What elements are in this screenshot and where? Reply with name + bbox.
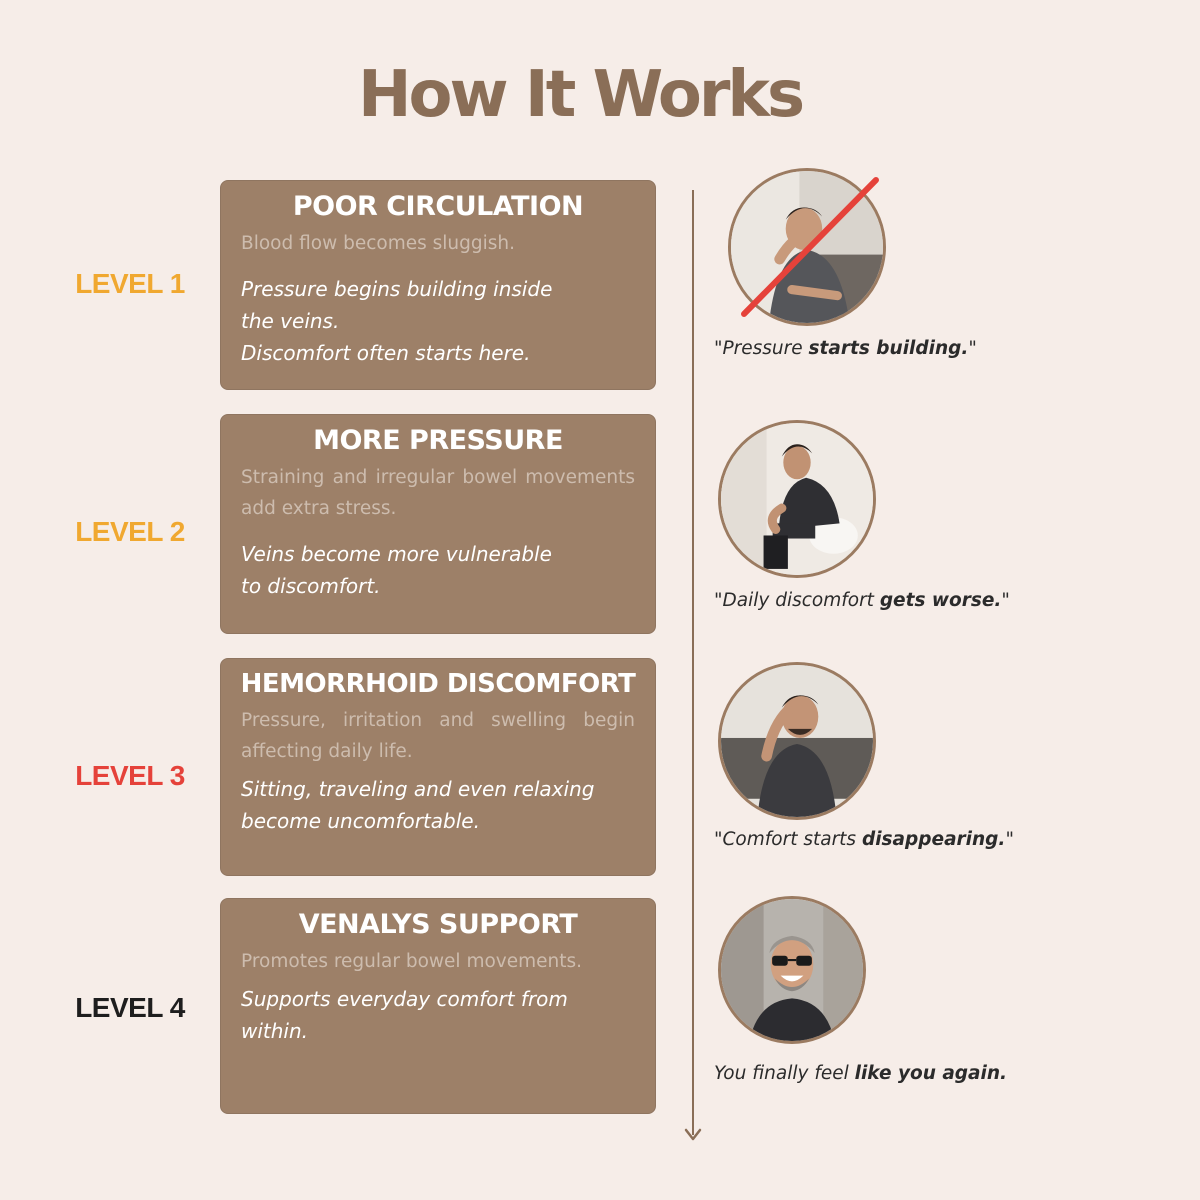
cross-out-icon [741,177,879,317]
card-title: VENALYS SUPPORT [298,909,578,940]
level-3-photo [718,662,876,820]
quote-end: " [1001,590,1010,611]
card-title: HEMORRHOID DISCOMFORT [240,669,636,699]
card-emphasis-line: Veins become more vulnerable [241,542,552,566]
card-description: Blood flow becomes sluggish. [241,233,515,254]
card-description: Straining and irregular bowel movements … [241,467,635,519]
card-emphasis-line: Supports everyday comfort from [241,987,568,1011]
card-emphasis: Supports everyday comfort from within. [241,983,635,1047]
card-emphasis-line: to discomfort. [241,574,381,598]
level-1-quote: "Pressure starts building." [714,338,977,359]
quote-text: You finally feel [714,1063,855,1084]
quote-end: " [1005,829,1014,850]
card-description: Promotes regular bowel movements. [241,951,583,972]
level-3-quote: "Comfort starts disappearing." [714,829,1014,850]
quote-emphasis: gets worse. [879,590,1002,611]
quote-emphasis: starts building. [808,338,969,359]
quote-emphasis: disappearing. [861,829,1006,850]
card-description: Pressure, irritation and swelling begin … [241,710,635,762]
card-emphasis: Sitting, traveling and even relaxing bec… [227,773,649,837]
quote-end: " [968,338,977,359]
timeline-line [692,190,694,1135]
level-3-card: HEMORRHOID DISCOMFORT Pressure, irritati… [220,658,656,876]
card-title: POOR CIRCULATION [292,191,584,222]
level-3-label: LEVEL 3 [75,760,185,791]
card-emphasis-line: Pressure begins building inside [241,277,553,301]
level-2-quote: "Daily discomfort gets worse." [714,590,1010,611]
card-emphasis-line: Discomfort often starts here. [241,341,531,365]
card-emphasis: Veins become more vulnerable to discomfo… [241,538,635,602]
level-4-label: LEVEL 4 [75,992,185,1023]
level-4-photo [718,896,866,1044]
quote-text: "Comfort starts [714,829,862,850]
quote-text: "Daily discomfort [714,590,880,611]
quote-text: "Pressure [714,338,809,359]
level-1-card: POOR CIRCULATION Blood flow becomes slug… [220,180,656,390]
timeline-arrow-icon [684,1128,702,1141]
level-1-label: LEVEL 1 [75,268,185,299]
level-4-card: VENALYS SUPPORT Promotes regular bowel m… [220,898,656,1114]
page-title: How It Works [357,58,805,132]
level-4-quote: You finally feel like you again. [714,1063,1007,1084]
card-emphasis-line: become uncomfortable. [241,809,480,833]
level-2-card: MORE PRESSURE Straining and irregular bo… [220,414,656,634]
card-emphasis-line: the veins. [241,309,340,333]
card-emphasis-line: within. [241,1019,309,1043]
quote-emphasis: like you again. [854,1063,1008,1084]
card-emphasis-line: Sitting, traveling and even relaxing [241,777,595,801]
level-2-photo [718,420,876,578]
card-emphasis: Pressure begins building inside the vein… [241,273,635,369]
level-2-label: LEVEL 2 [75,516,185,547]
card-title: MORE PRESSURE [313,425,563,456]
